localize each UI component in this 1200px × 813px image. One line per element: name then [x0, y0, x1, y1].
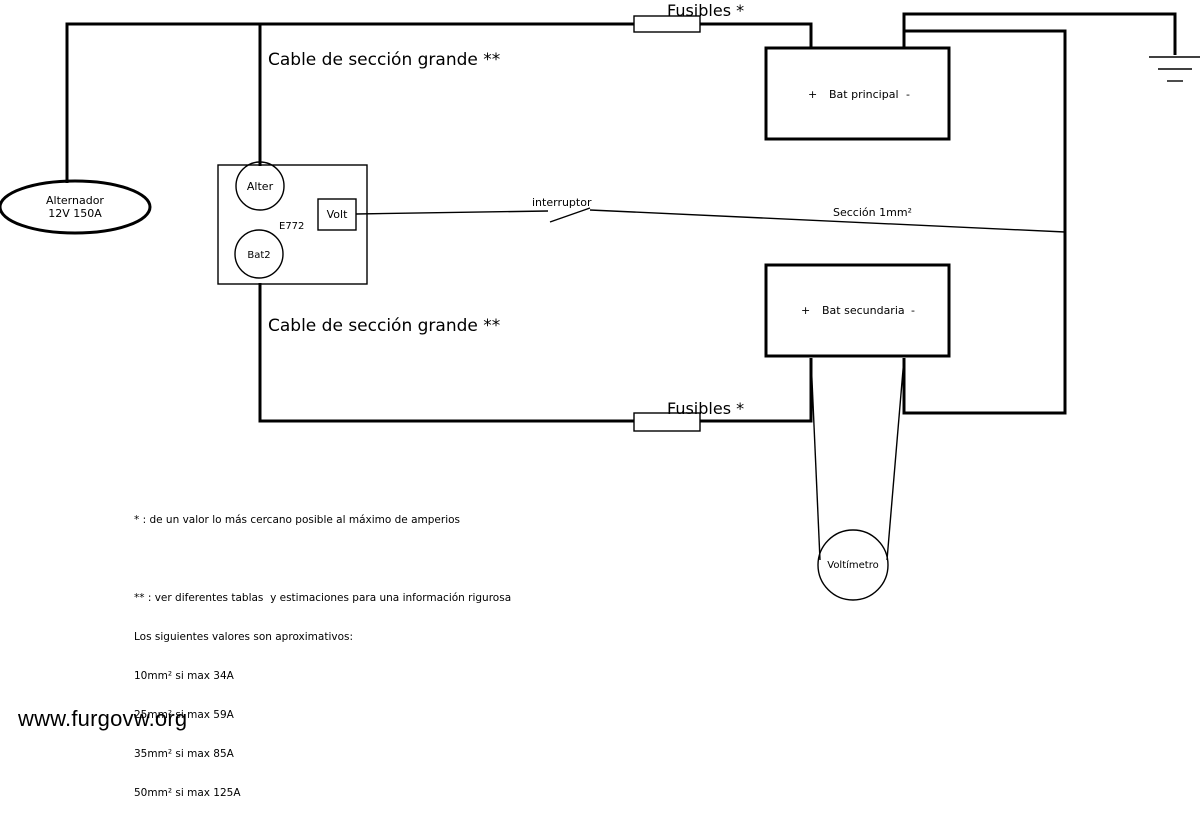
notes-block: * : de un valor lo más cercano posible a… — [134, 488, 511, 813]
alternator-ellipse — [0, 179, 152, 235]
bat2-label: Bat2 — [247, 250, 270, 261]
bottom-cable — [258, 283, 634, 423]
switch-blade — [549, 207, 591, 223]
fuse-top — [633, 15, 701, 33]
fuse-bottom — [633, 412, 701, 432]
voltmeter-label: Voltímetro — [827, 559, 878, 571]
voltmeter-circle — [817, 529, 889, 601]
note-row-50: 50mm² si max 125A — [134, 787, 241, 799]
watermark: www.furgovw.org — [18, 706, 188, 731]
voltmeter-lead-left — [810, 357, 821, 561]
alter-label: Alter — [247, 180, 274, 193]
bat-main-plus: + — [808, 88, 817, 101]
sense-wire-right — [589, 209, 1066, 233]
note-row-10: 10mm² si max 34A — [134, 670, 234, 682]
section-label: Sección 1mm² — [833, 206, 912, 219]
top-cable-to-main-battery — [700, 22, 813, 48]
top-cable — [65, 22, 634, 183]
fuse-bottom-label: Fusibles * — [667, 399, 744, 418]
note-row-25: 25mm² si max 59A — [134, 709, 234, 721]
alter-terminal — [235, 161, 285, 211]
voltmeter-lead-right — [886, 357, 905, 561]
bottom-cable-to-secondary-battery — [700, 358, 813, 423]
bat-sec-plus: + — [801, 304, 810, 317]
module-label: E772 — [279, 221, 304, 232]
bat2-terminal — [234, 229, 284, 279]
bat-sec-minus: - — [911, 304, 915, 317]
bat-sec-label: Bat secundaria — [822, 304, 905, 317]
cable-bottom-label: Cable de sección grande ** — [268, 316, 500, 336]
battery-main-box — [764, 46, 951, 141]
volt-box — [317, 198, 357, 231]
note-approx: Los siguientes valores son aproximativos… — [134, 631, 354, 643]
sense-wire-left — [355, 210, 549, 215]
switch-label: interruptor — [532, 196, 592, 209]
alternator-label-line1: Alternador — [46, 194, 104, 207]
volt-label: Volt — [327, 208, 348, 221]
bat-main-label: Bat principal — [829, 88, 899, 101]
note-tables: ** : ver diferentes tablas y estimacione… — [134, 592, 512, 604]
alternator-label-line2: 12V 150A — [48, 207, 102, 220]
cable-top-label: Cable de sección grande ** — [268, 50, 500, 70]
battery-secondary-box — [764, 263, 951, 358]
e772-module-box — [217, 164, 368, 285]
fuse-top-label: Fusibles * — [667, 1, 744, 20]
note-fuse: * : de un valor lo más cercano posible a… — [134, 514, 461, 526]
wiring-diagram: Fusibles * Fusibles * Cable de sección g… — [0, 1, 1200, 601]
bat-main-minus: - — [906, 88, 910, 101]
negative-return-wire — [902, 29, 1067, 415]
